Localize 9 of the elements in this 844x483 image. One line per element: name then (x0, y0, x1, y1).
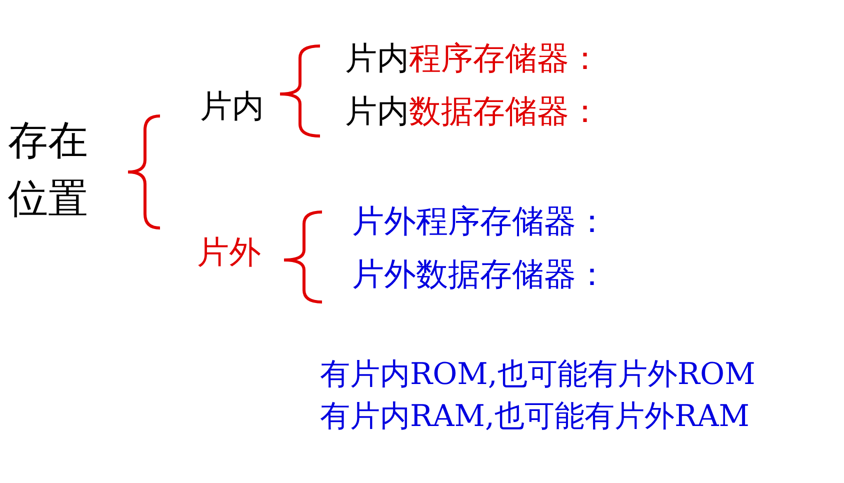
item-text: 片外数据存储器： (352, 256, 608, 293)
item-text: 片外程序存储器： (352, 203, 608, 240)
item-text: 片内程序存储器： (345, 40, 601, 77)
note-text: 有片内ROM,也可能有片外ROM (320, 358, 756, 392)
item-text: 片内数据存储器： (345, 93, 601, 130)
note-text: 有片内RAM,也可能有片外RAM (320, 400, 750, 434)
branch-label: 片内 (200, 88, 264, 125)
heading-text: 存在位置 (8, 117, 89, 224)
branch-label: 片外 (197, 234, 261, 271)
